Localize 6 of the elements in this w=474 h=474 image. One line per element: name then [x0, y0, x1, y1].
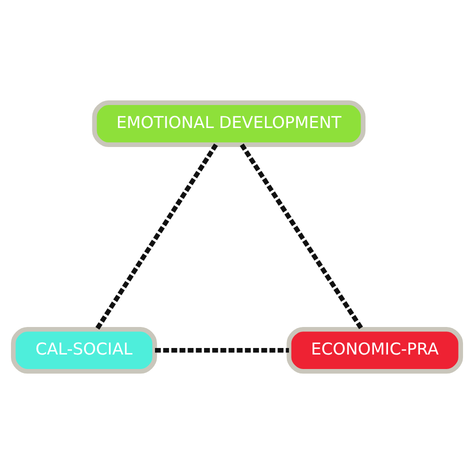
connector [240, 144, 364, 331]
node-box: ECONOMIC-PRA [286, 326, 464, 374]
node-box: CAL-SOCIAL [10, 326, 157, 374]
connector [155, 348, 289, 353]
node-box: EMOTIONAL DEVELOPMENT [92, 100, 366, 148]
connector [94, 144, 218, 331]
